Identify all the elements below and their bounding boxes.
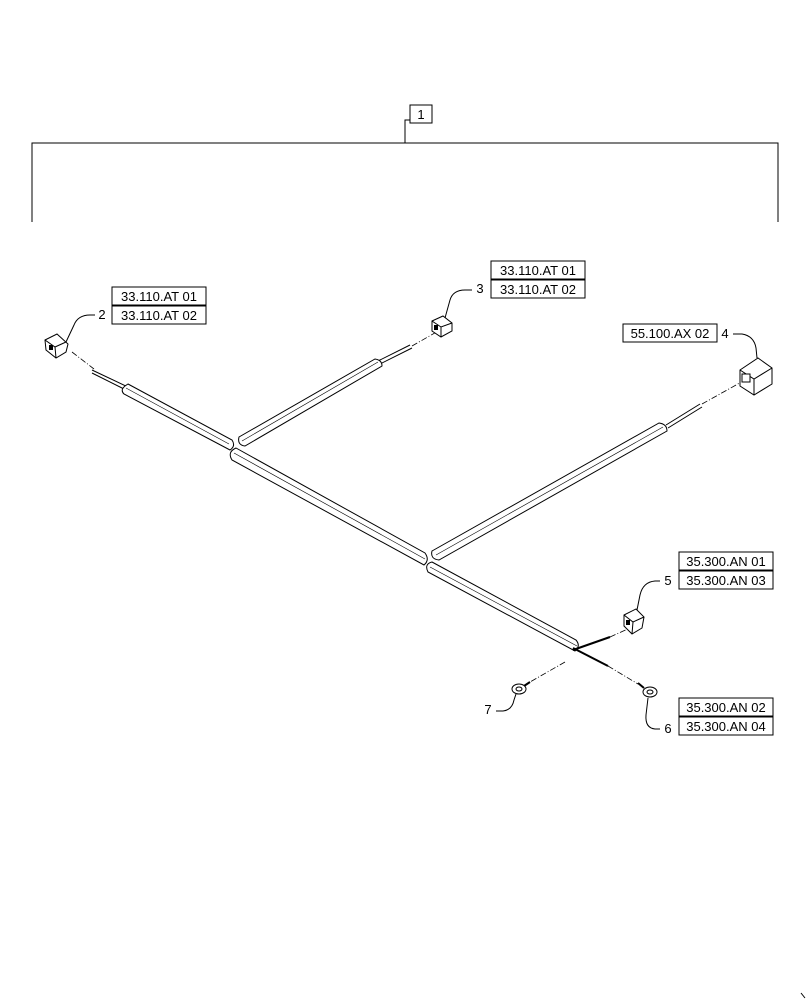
- connector-5-icon: [623, 608, 645, 635]
- harness-branch-left: [91, 369, 235, 451]
- callout-4-ref-1: 55.100.AX 02: [631, 326, 710, 341]
- callout-2-ref-2: 33.110.AT 02: [121, 308, 197, 323]
- ring-terminal-6-icon: [637, 682, 658, 698]
- assembly-bracket: 1: [31, 104, 779, 222]
- callout-7: 7: [484, 693, 517, 717]
- corner-mark: [800, 992, 806, 999]
- callout-3-ref-1-box: [490, 260, 586, 280]
- callout-3-ref-2-box: [490, 279, 586, 299]
- callout-5-number: 5: [664, 573, 671, 588]
- callout-2-ref-1: 33.110.AT 01: [121, 289, 197, 304]
- connector-2-icon: [44, 333, 69, 359]
- callout-5-ref-1: 35.300.AN 01: [686, 554, 766, 569]
- connector-4-icon: [739, 357, 773, 396]
- callout-4: 55.100.AX 02 4: [622, 323, 758, 359]
- harness-branch-lower: [426, 561, 611, 667]
- callout-3-ref-2: 33.110.AT 02: [500, 282, 576, 297]
- harness-tubes: [91, 344, 703, 667]
- connector-3-icon: [431, 315, 453, 338]
- callout-7-number: 7: [484, 702, 491, 717]
- callout-3-ref-1: 33.110.AT 01: [500, 263, 576, 278]
- assembly-item-box: [409, 104, 433, 124]
- callout-6-ref-1: 35.300.AN 02: [686, 700, 766, 715]
- callout-2-number: 2: [98, 307, 105, 322]
- callout-2-ref-2-box: [111, 305, 207, 325]
- callout-2-ref-1-box: [111, 286, 207, 306]
- assembly-item-number: 1: [417, 107, 424, 122]
- callout-6-ref-2-box: [678, 716, 774, 736]
- callout-2: 2 33.110.AT 01 33.110.AT 02: [65, 286, 207, 343]
- callout-5-ref-2: 35.300.AN 03: [686, 573, 766, 588]
- callout-6: 6 35.300.AN 02 35.300.AN 04: [645, 697, 774, 736]
- callout-6-number: 6: [664, 721, 671, 736]
- callout-5-ref-2-box: [678, 570, 774, 590]
- harness-branch-right: [431, 403, 703, 561]
- callout-4-ref-1-box: [622, 323, 718, 343]
- callout-5: 5 35.300.AN 01 35.300.AN 03: [636, 551, 774, 611]
- callout-5-ref-1-box: [678, 551, 774, 571]
- harness-branch-upper: [238, 344, 413, 447]
- callout-3-number: 3: [476, 281, 483, 296]
- callout-4-number: 4: [721, 326, 728, 341]
- ring-terminal-7-icon: [511, 681, 531, 695]
- callout-3: 3 33.110.AT 01 33.110.AT 02: [444, 260, 586, 319]
- lead-lines: [71, 329, 746, 685]
- callout-6-ref-2: 35.300.AN 04: [686, 719, 766, 734]
- harness-trunk: [229, 447, 428, 566]
- callout-6-ref-1-box: [678, 697, 774, 717]
